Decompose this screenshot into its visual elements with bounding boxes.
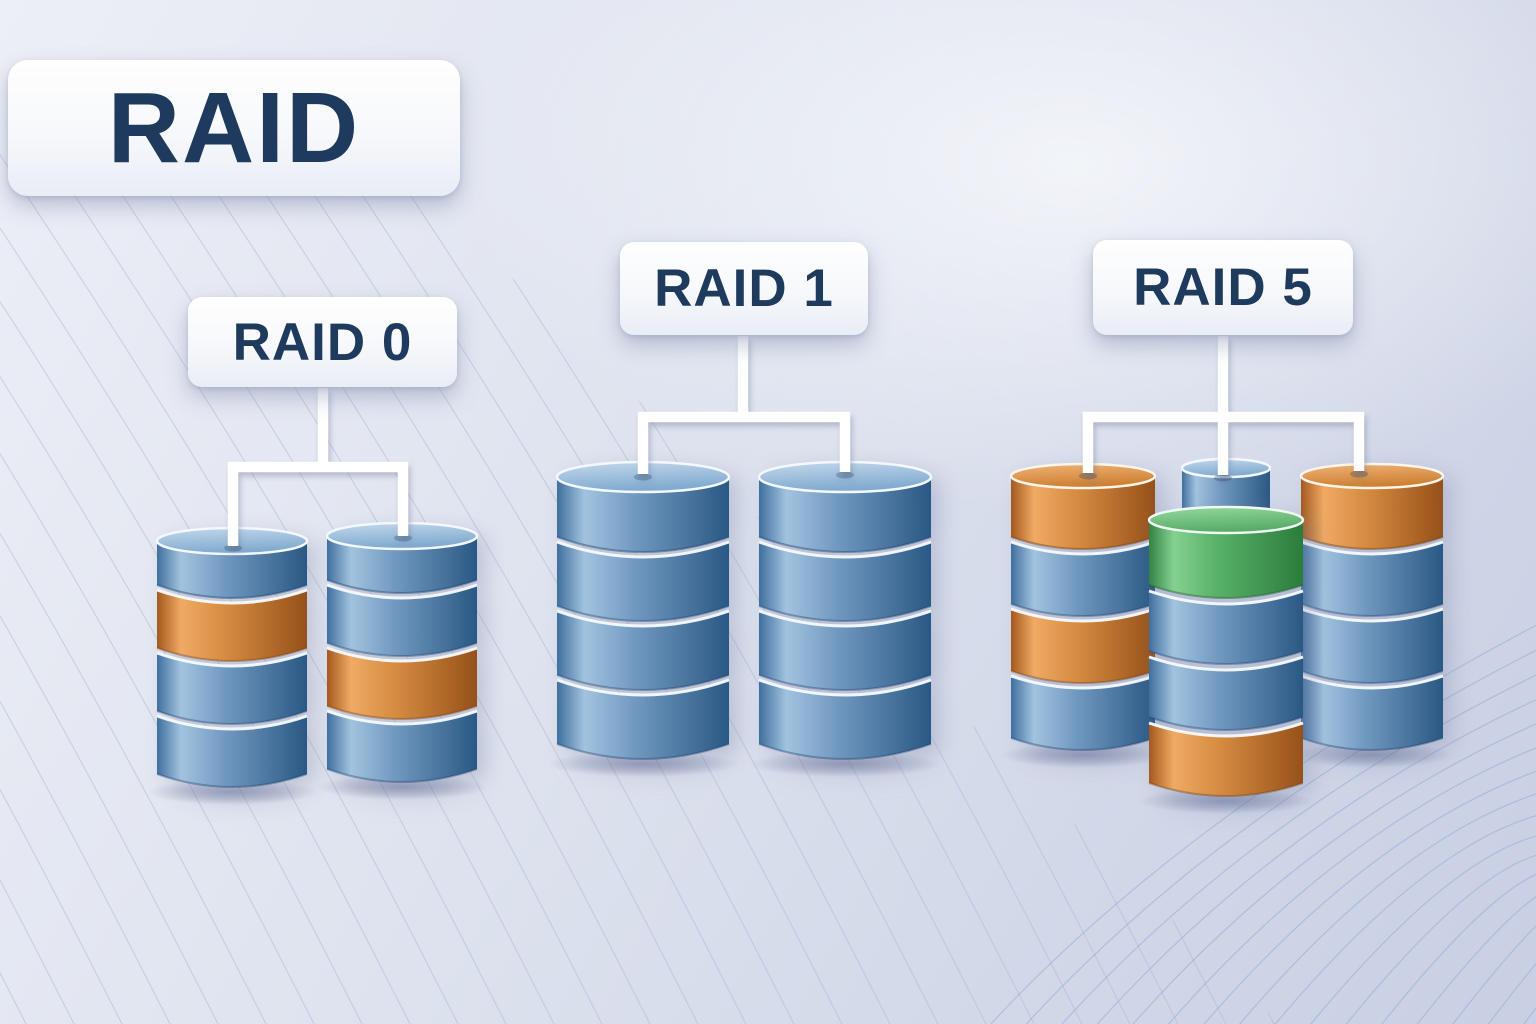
connector-socket	[1214, 474, 1232, 482]
connector-socket	[634, 473, 652, 481]
disk-blue	[1011, 676, 1155, 750]
raid1-label: RAID 1	[654, 259, 834, 318]
disk-blue	[157, 541, 307, 598]
disk-stacks-layer	[147, 457, 1453, 814]
disk-blue	[1011, 542, 1155, 616]
disk-blue	[557, 477, 729, 552]
raid-1-connector	[634, 336, 854, 481]
stack-ground-shadow	[317, 774, 487, 800]
disk-blue	[759, 477, 931, 552]
disk-stack	[147, 526, 317, 805]
stack-ground-shadow	[147, 779, 317, 805]
disk-orange	[1011, 476, 1155, 549]
connector-socket	[394, 534, 412, 542]
connector-socket	[836, 471, 854, 479]
disk-blue	[1301, 609, 1443, 683]
raid1-label-card: RAID 1	[620, 242, 868, 335]
disk-blue	[759, 542, 931, 621]
disk-blue	[557, 542, 729, 621]
disk-blue	[759, 680, 931, 759]
disk-stack	[1001, 462, 1165, 768]
disk-stack	[547, 460, 739, 777]
disk-blue	[327, 585, 477, 656]
disk-blue	[157, 716, 307, 787]
stack-ground-shadow	[547, 751, 739, 777]
connector-line	[227, 461, 409, 546]
disk-blue	[157, 653, 307, 724]
main-title: RAID	[107, 71, 361, 184]
disk-orange	[1149, 723, 1303, 796]
connector-socket	[1350, 470, 1368, 478]
raid-5-connector	[1079, 336, 1368, 482]
disk-orange	[157, 590, 307, 661]
disk-blue	[327, 536, 477, 593]
disk-blue	[327, 711, 477, 782]
raid-5-stacks	[1001, 457, 1453, 814]
disk-blue	[1149, 657, 1303, 730]
disk-stack	[1139, 505, 1313, 814]
connector-lines-layer	[224, 336, 1368, 552]
disk-top-orange	[1299, 462, 1445, 490]
raid0-label-card: RAID 0	[188, 297, 457, 387]
disk-orange	[327, 648, 477, 719]
disk-green	[1149, 520, 1303, 598]
disk-stack	[317, 521, 487, 800]
raid0-label: RAID 0	[232, 312, 413, 372]
disk-stack	[1291, 462, 1453, 768]
raid5-label: RAID 5	[1133, 258, 1313, 317]
disk-blue	[557, 611, 729, 690]
raid5-label-card: RAID 5	[1093, 240, 1353, 335]
connector-line	[637, 411, 851, 474]
stack-ground-shadow	[1291, 742, 1453, 768]
raid-1-stacks	[547, 460, 941, 777]
disk-blue	[1301, 676, 1443, 750]
stack-ground-shadow	[1139, 788, 1313, 814]
disk-blue	[1149, 591, 1303, 664]
disk-blue	[1301, 542, 1443, 616]
disk-blue	[759, 611, 931, 690]
raid-0-stacks	[147, 521, 487, 805]
disk-top-green	[1147, 505, 1305, 535]
raid-0-connector	[224, 388, 412, 552]
disk-orange	[1301, 476, 1443, 549]
disk-orange	[1011, 609, 1155, 683]
stack-ground-shadow	[749, 751, 941, 777]
main-title-card: RAID	[8, 60, 460, 196]
connector-socket	[224, 544, 242, 552]
connector-line	[1082, 411, 1365, 473]
contour-lines-right	[990, 624, 1536, 1024]
connector-socket	[1079, 472, 1097, 480]
stack-ground-shadow	[1001, 742, 1165, 768]
disk-stack	[749, 460, 941, 777]
disk-blue	[557, 680, 729, 759]
